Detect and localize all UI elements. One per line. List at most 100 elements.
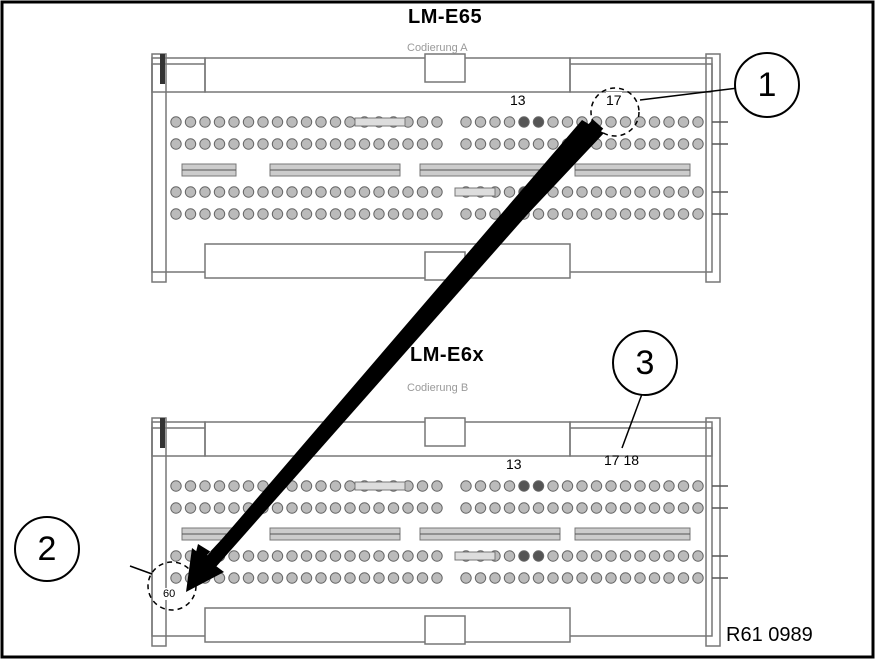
connector-pin xyxy=(431,502,443,514)
connector-pin xyxy=(416,550,429,562)
connector-pin xyxy=(677,502,690,514)
connector-pin xyxy=(692,116,704,128)
connector-pin xyxy=(503,502,516,514)
connector-pin xyxy=(677,550,690,562)
connector-pin xyxy=(677,116,690,128)
connector-pin xyxy=(213,480,226,492)
connector-pin xyxy=(228,208,240,220)
connector-pin xyxy=(373,550,385,562)
connector-top-drawing xyxy=(151,53,728,283)
connector-pin xyxy=(242,572,255,584)
connector-pin xyxy=(605,480,617,492)
connector-pin xyxy=(344,116,356,128)
connector-pin xyxy=(344,138,356,150)
connector-pin xyxy=(677,186,690,198)
callout-1-number: 1 xyxy=(757,65,777,104)
connector-pin xyxy=(242,550,255,562)
connector-pin xyxy=(184,208,197,220)
connector-pin xyxy=(300,502,313,514)
connector-pin xyxy=(184,138,197,150)
connector-pin xyxy=(358,572,371,584)
connector-pin xyxy=(257,572,269,584)
connector-pin xyxy=(474,572,487,584)
connector-pin xyxy=(503,572,516,584)
connector-pin xyxy=(547,550,559,562)
connector-pin xyxy=(170,116,182,128)
connector-pin xyxy=(344,550,356,562)
connector-pin xyxy=(503,138,516,150)
connector-pin xyxy=(561,502,574,514)
connector-pin xyxy=(431,208,443,220)
connector-pin xyxy=(663,502,675,514)
connector-pin xyxy=(634,480,646,492)
connector-pin xyxy=(503,550,516,562)
connector-pin xyxy=(271,572,284,584)
connector-pin xyxy=(184,502,197,514)
connector-pin xyxy=(300,572,313,584)
callout-2-number: 2 xyxy=(37,529,57,568)
bottom-connector-subtitle: Codierung B xyxy=(407,382,469,394)
connector-pin xyxy=(605,208,617,220)
connector-pin xyxy=(590,572,603,584)
connector-bridge xyxy=(354,481,406,491)
connector-pin xyxy=(315,186,327,198)
connector-pin xyxy=(692,138,704,150)
connector-pin xyxy=(532,138,545,150)
connector-pin xyxy=(329,502,342,514)
connector-pin xyxy=(416,208,429,220)
connector-pin xyxy=(590,502,603,514)
connector-pin xyxy=(619,208,632,220)
connector-pin xyxy=(228,138,240,150)
connector-pin xyxy=(474,138,487,150)
connector-pin xyxy=(402,186,414,198)
connector-pin xyxy=(228,116,240,128)
connector-pin xyxy=(503,116,516,128)
connector-pin xyxy=(460,502,472,514)
connector-pin xyxy=(692,186,704,198)
connector-pin xyxy=(605,572,617,584)
connector-pin xyxy=(315,116,327,128)
connector-pin xyxy=(387,550,400,562)
connector-pin xyxy=(358,186,371,198)
leader-line-3 xyxy=(621,393,643,449)
connector-pin xyxy=(634,138,646,150)
connector-pin xyxy=(619,138,632,150)
connector-pin xyxy=(228,572,240,584)
connector-pin xyxy=(242,480,255,492)
connector-pin xyxy=(431,186,443,198)
connector-pin xyxy=(561,208,574,220)
connector-pin xyxy=(300,138,313,150)
connector-pin xyxy=(315,208,327,220)
connector-pin xyxy=(416,186,429,198)
connector-pin xyxy=(228,186,240,198)
connector-pin xyxy=(315,550,327,562)
connector-bottom-recess xyxy=(204,607,571,643)
connector-pin xyxy=(692,502,704,514)
connector-pin xyxy=(329,480,342,492)
connector-pin xyxy=(547,480,559,492)
connector-left-tab xyxy=(151,57,206,93)
connector-pin xyxy=(663,116,675,128)
connector-pin xyxy=(271,186,284,198)
connector-pin xyxy=(300,550,313,562)
connector-pin xyxy=(605,186,617,198)
connector-pin xyxy=(547,116,559,128)
connector-pin xyxy=(286,116,298,128)
connector-right-tab xyxy=(569,421,713,457)
connector-pin xyxy=(619,480,632,492)
connector-pin xyxy=(402,502,414,514)
connector-pin xyxy=(373,208,385,220)
connector-pin xyxy=(474,480,487,492)
connector-pin xyxy=(532,572,545,584)
connector-pin xyxy=(387,572,400,584)
connector-pin xyxy=(199,480,211,492)
connector-pin xyxy=(460,480,472,492)
connector-pin xyxy=(692,572,704,584)
connector-top-recess xyxy=(204,421,571,457)
connector-pin xyxy=(431,138,443,150)
connector-pin xyxy=(474,208,487,220)
connector-pin xyxy=(199,138,211,150)
callout-2: 2 xyxy=(14,516,80,582)
connector-pin xyxy=(402,138,414,150)
